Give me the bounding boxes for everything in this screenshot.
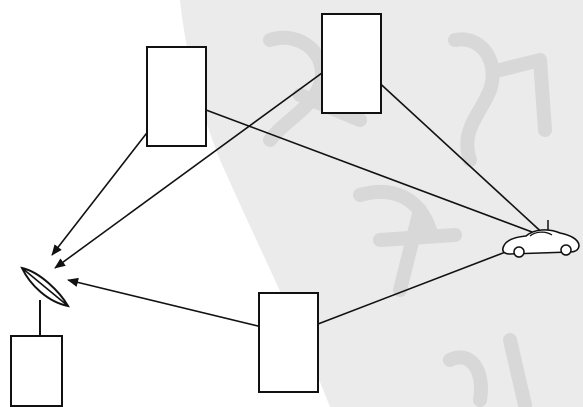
ray-bottom-building-to-dish bbox=[67, 277, 263, 328]
satellite-dish-icon bbox=[20, 266, 70, 336]
watermark-seal bbox=[180, 0, 583, 407]
ray-top-building-to-dish bbox=[54, 53, 349, 269]
car-icon bbox=[502, 220, 580, 258]
building-top bbox=[321, 13, 382, 114]
receiver-base-box bbox=[10, 335, 63, 407]
building-bottom bbox=[258, 292, 319, 393]
ray-car-to-bottom-building bbox=[317, 247, 517, 325]
ray-car-to-left-building bbox=[173, 97, 549, 239]
building-left bbox=[146, 46, 207, 147]
